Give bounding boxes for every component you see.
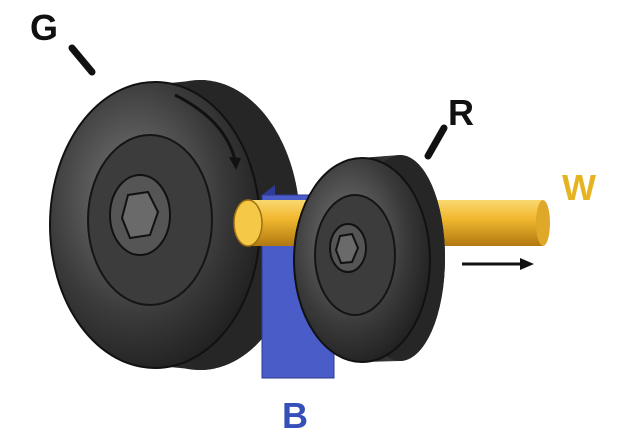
rotation-arrow-icon	[174, 93, 237, 161]
leader-line-g	[68, 44, 96, 76]
hex-nut-icon	[334, 232, 360, 265]
label-workpiece: W	[562, 167, 596, 208]
label-blade: B	[282, 395, 308, 436]
grinding-wheel	[49, 80, 300, 370]
hex-nut-icon	[120, 190, 160, 240]
label-regulating-wheel: R	[448, 92, 474, 133]
regulating-wheel	[293, 155, 445, 363]
label-grinding-wheel: G	[30, 7, 58, 48]
leader-line-r	[424, 124, 448, 160]
feed-direction-arrow-icon	[462, 258, 534, 270]
